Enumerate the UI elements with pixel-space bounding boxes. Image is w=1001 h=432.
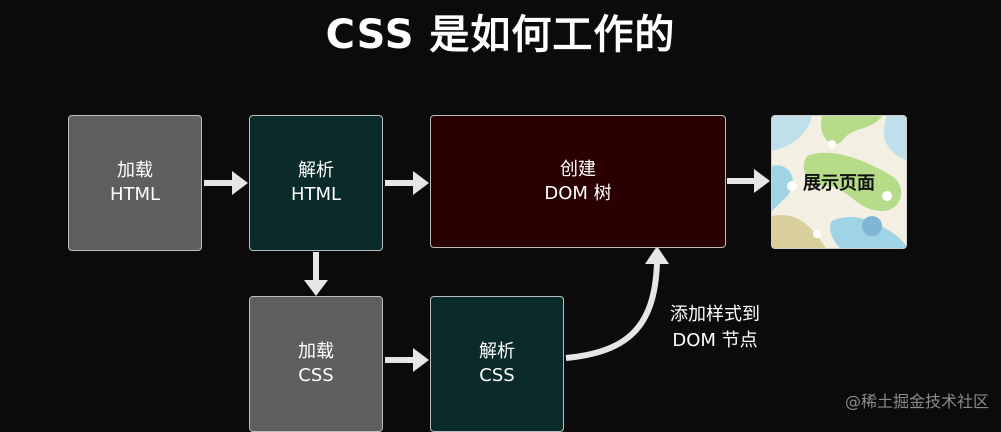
arrow-parse-html-to-dom (385, 171, 429, 195)
node-label-line2: DOM 树 (544, 182, 612, 204)
apply-styles-edge-label: 添加样式到 DOM 节点 (655, 302, 775, 354)
node-label-line1: 加载 (117, 160, 153, 181)
node-label-line2: CSS (479, 365, 515, 386)
load-html-node: 加载 HTML (68, 115, 202, 251)
node-label-line1: 加载 (298, 341, 334, 362)
diagram-title: CSS 是如何工作的 (325, 12, 676, 58)
edge-label-line1: 添加样式到 (670, 304, 760, 325)
create-dom-node: 创建 DOM 树 (430, 115, 726, 248)
display-page-node: 展示页面 (771, 115, 907, 249)
node-label-line1: 解析 (298, 160, 334, 181)
node-label-line1: 创建 (560, 158, 596, 180)
node-label-line2: HTML (290, 184, 342, 205)
edge-label-line2: DOM 节点 (672, 330, 758, 351)
load-css-node: 加载 CSS (249, 296, 383, 432)
arrow-load-to-parse-html (204, 171, 248, 195)
node-label-line1: 解析 (479, 341, 515, 362)
node-label-line2: CSS (298, 365, 334, 386)
parse-css-node: 解析 CSS (430, 296, 564, 432)
arrow-parse-html-to-load-css (304, 252, 328, 296)
display-page-label: 展示页面 (803, 173, 875, 194)
node-label-line2: HTML (109, 184, 161, 205)
arrow-load-css-to-parse-css (385, 348, 429, 372)
arrow-dom-to-display (727, 169, 770, 193)
page-preview-pattern (772, 116, 906, 248)
watermark: @稀土掘金技术社区 (844, 392, 989, 411)
arrow-parse-css-to-dom (565, 246, 669, 361)
parse-html-node: 解析 HTML (249, 115, 383, 251)
